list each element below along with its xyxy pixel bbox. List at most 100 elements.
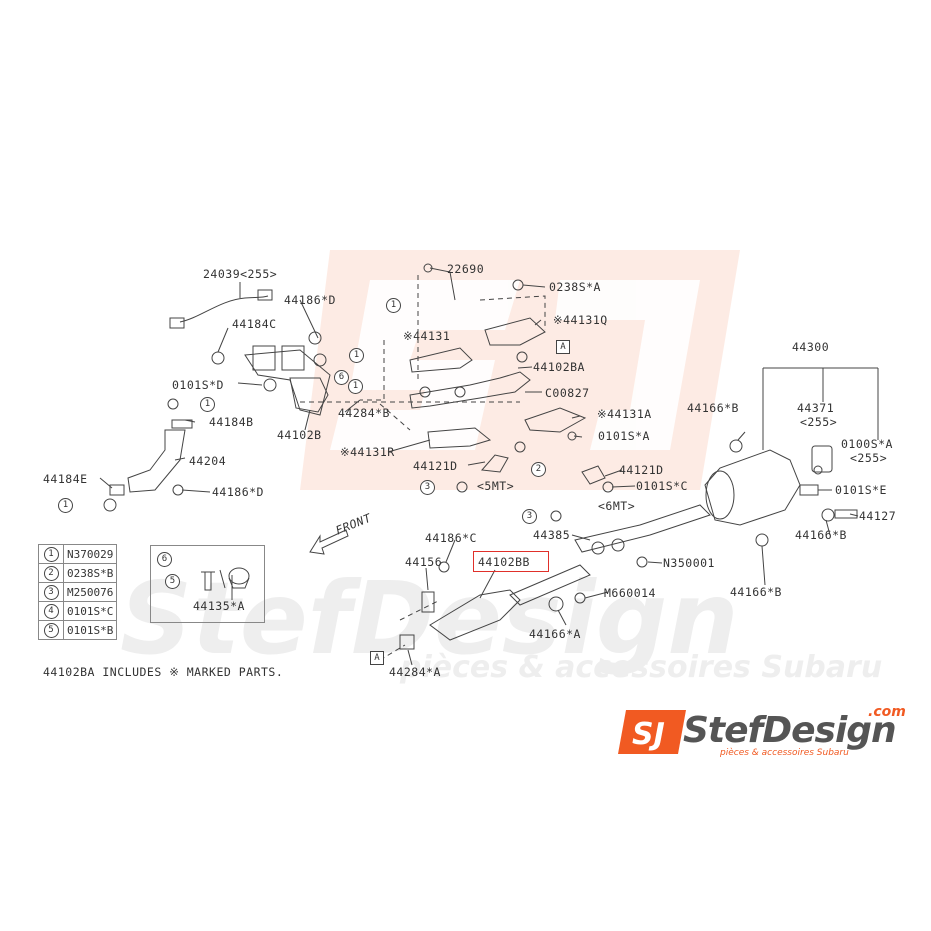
label-44166b-1: 44166*B: [687, 401, 739, 415]
label-m660014: M660014: [604, 586, 656, 600]
label-0101s-c: 0101S*C: [636, 479, 688, 493]
oxygen-sensor-cable: [179, 295, 269, 323]
label-44102b: 44102B: [277, 428, 322, 442]
legend-num: 1: [43, 547, 59, 562]
legend-row: 1 N370029: [38, 544, 118, 564]
bolt-0101se: [799, 484, 819, 496]
inset-clamp-detail: 6 5: [150, 545, 265, 623]
label-44186d-bottom: 44186*D: [212, 485, 264, 499]
front-pipe-44204: [127, 429, 186, 493]
spring-44156: [421, 591, 435, 613]
label-44186c: 44186*C: [425, 531, 477, 545]
label-0238s-a: 0238S*A: [549, 280, 601, 294]
inset-callout-6: 6: [157, 552, 172, 567]
label-44166b-3: 44166*B: [730, 585, 782, 599]
label-44184b: 44184B: [209, 415, 254, 429]
legend-num: 3: [43, 585, 59, 600]
label-c00827: C00827: [545, 386, 590, 400]
gasket-44184c-2: [281, 345, 305, 371]
label-44300: 44300: [792, 340, 830, 354]
callout-6: 6: [334, 370, 349, 385]
legend-code: N370029: [62, 544, 118, 564]
stefdesign-logo-icon: SJ: [618, 710, 686, 754]
clamp-icon: [201, 567, 250, 591]
label-44131: ※44131: [403, 329, 451, 343]
label-44204: 44204: [189, 454, 227, 468]
catalyst-44131q: [484, 317, 546, 346]
catalytic-manifold: [289, 377, 329, 413]
label-44385: 44385: [533, 528, 571, 542]
label-44371: 44371: [797, 401, 835, 415]
front-arrow-icon: [309, 529, 349, 555]
intermediate-pipe: [574, 504, 711, 553]
highlight-44102bb: [473, 551, 549, 572]
label-44156: 44156: [405, 555, 443, 569]
label-0100s-a: 0100S*A: [841, 437, 893, 451]
label-0101s-e: 0101S*E: [835, 483, 887, 497]
legend-table: 1 N370029 2 0238S*B 3 M250076 4 0101S*C …: [38, 544, 118, 640]
callout-1-left: 1: [200, 397, 215, 412]
legend-code: 0101S*B: [62, 620, 118, 640]
inset-callout-5: 5: [165, 574, 180, 589]
label-44135a: 44135*A: [193, 599, 245, 613]
label-44131a: ※44131A: [597, 407, 652, 421]
label-0101s-d: 0101S*D: [172, 378, 224, 392]
label-44186d-top: 44186*D: [284, 293, 336, 307]
heat-shield-44131r: [427, 427, 492, 449]
label-44284a: 44284*A: [389, 665, 441, 679]
label-44166a: 44166*A: [529, 627, 581, 641]
gasket-44184b: [171, 419, 193, 429]
label-44284b: 44284*B: [338, 406, 390, 420]
note-marked-parts: 44102BA INCLUDES ※ MARKED PARTS.: [43, 665, 284, 679]
label-44121d-left: 44121D: [413, 459, 458, 473]
label-24039: 24039<255>: [203, 267, 278, 281]
ref-box-a-bottom: A: [370, 651, 384, 665]
catalyst-44102bb: [429, 589, 521, 641]
label-44127: 44127: [859, 509, 897, 523]
callout-2: 2: [531, 462, 546, 477]
ref-box-a-top: A: [556, 340, 570, 354]
heat-shield-44131a: [524, 407, 587, 433]
legend-code: 0238S*B: [62, 563, 118, 583]
legend-row: 2 0238S*B: [38, 563, 118, 583]
legend-code: 0101S*C: [62, 601, 118, 621]
logo-dotcom: .com: [868, 704, 906, 720]
exhaust-manifold: [244, 349, 331, 416]
bracket-44121d-right: [581, 465, 606, 485]
label-0100s-a-255: <255>: [850, 451, 888, 465]
legend-num: 2: [43, 566, 59, 581]
pipe-44102bb: [509, 564, 591, 606]
legend-row: 4 0101S*C: [38, 601, 118, 621]
callout-3-left: 3: [420, 480, 435, 495]
label-44102bb: 44102BB: [478, 555, 530, 569]
label-44166b-2: 44166*B: [795, 528, 847, 542]
sensor-connector: [169, 317, 185, 329]
legend-num: 4: [43, 604, 59, 619]
legend-row: 3 M250076: [38, 582, 118, 602]
logo-name: StefDesign: [683, 710, 897, 751]
label-6mt: <6MT>: [598, 499, 636, 513]
callout-1-mid: 1: [348, 379, 363, 394]
label-44121d-right: 44121D: [619, 463, 664, 477]
label-n350001: N350001: [663, 556, 715, 570]
label-44131q: ※44131Q: [553, 313, 608, 327]
hanger-44127: [834, 509, 858, 519]
label-44184c: 44184C: [232, 317, 277, 331]
gasket-44184c: [252, 345, 276, 371]
callout-1-bottom: 1: [58, 498, 73, 513]
label-44102ba: 44102BA: [533, 360, 585, 374]
gasket-44284a: [399, 634, 415, 650]
watermark-subtext: pièces & accessoires Subaru: [400, 650, 883, 685]
legend-num: 5: [43, 623, 59, 638]
legend-code: M250076: [62, 582, 118, 602]
label-5mt: <5MT>: [477, 479, 515, 493]
logo-mark-text: SJ: [632, 717, 665, 752]
callout-1-manifold: 1: [349, 348, 364, 363]
logo-tagline: pièces & accessoires Subaru: [720, 748, 849, 758]
callout-3-right: 3: [522, 509, 537, 524]
label-44184e: 44184E: [43, 472, 88, 486]
label-44131r: ※44131R: [340, 445, 395, 459]
label-0101s-a-mid: 0101S*A: [598, 429, 650, 443]
sensor-tip: [257, 289, 273, 301]
